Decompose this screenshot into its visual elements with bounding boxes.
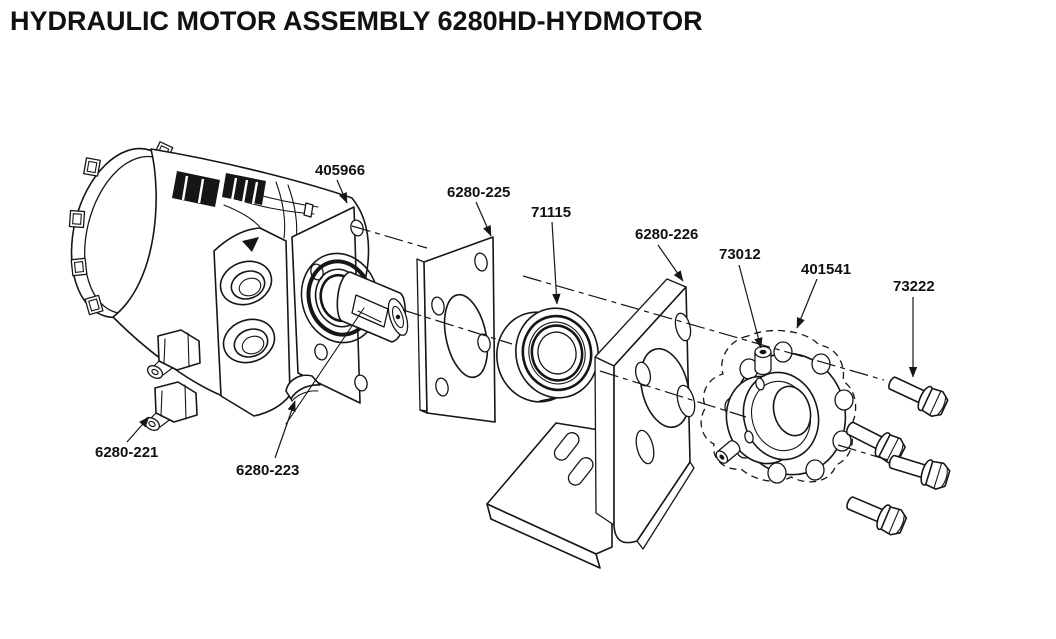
flange-tab xyxy=(303,202,314,218)
part-mounting-plate xyxy=(416,236,496,423)
part-sprocket xyxy=(700,329,857,484)
base-slot-1 xyxy=(553,432,580,461)
bracket-center-hole xyxy=(639,347,691,429)
bracket-thickness-left xyxy=(594,356,615,526)
plate-center-hole xyxy=(443,293,489,379)
part-set-screw xyxy=(754,345,772,376)
part-woodruff-key xyxy=(285,374,321,403)
diagram-title: HYDRAULIC MOTOR ASSEMBLY 6280HD-HYDMOTOR xyxy=(10,6,703,36)
base-slot-2 xyxy=(567,457,594,486)
leader-401541 xyxy=(796,278,818,329)
part-label-401541: 401541 xyxy=(801,261,851,278)
motor-front-flange xyxy=(291,206,361,404)
port-lower xyxy=(222,318,276,364)
part-label-405966: 405966 xyxy=(315,162,365,179)
shaft-center-dot xyxy=(395,314,401,320)
part-label-6280-223: 6280-223 xyxy=(236,462,299,479)
part-label-6280-225: 6280-225 xyxy=(447,184,510,201)
part-label-6280-221: 6280-221 xyxy=(95,444,158,461)
leader-6280-225 xyxy=(475,201,492,237)
part-set-screw-2 xyxy=(715,440,741,464)
centerline-upper xyxy=(351,225,885,381)
leader-71115 xyxy=(551,221,561,305)
port-block xyxy=(213,227,291,417)
part-label-73222: 73222 xyxy=(893,278,935,295)
port-upper xyxy=(219,260,273,306)
part-bracket xyxy=(486,278,696,569)
key-alignment-line xyxy=(285,307,365,425)
bearing-bore xyxy=(537,331,577,375)
leader-73012 xyxy=(738,264,763,349)
part-label-6280-226: 6280-226 xyxy=(635,226,698,243)
centerline-axis xyxy=(402,309,889,461)
leader-405966 xyxy=(336,179,348,204)
shaft-keyway xyxy=(351,294,389,328)
leader-6280-226 xyxy=(657,244,684,282)
part-flange-bolts xyxy=(841,368,953,539)
sprocket-bore xyxy=(772,385,812,437)
part-label-71115: 71115 xyxy=(531,204,571,221)
sprocket-dashed-outline xyxy=(700,329,857,483)
port-block-mark xyxy=(242,237,259,252)
part-label-73012: 73012 xyxy=(719,246,761,263)
leader-lines xyxy=(126,179,918,459)
part-bearing xyxy=(496,307,599,403)
leader-6280-223 xyxy=(274,400,296,459)
part-port-plug-lower xyxy=(141,381,198,434)
leader-6280-221 xyxy=(126,416,150,443)
